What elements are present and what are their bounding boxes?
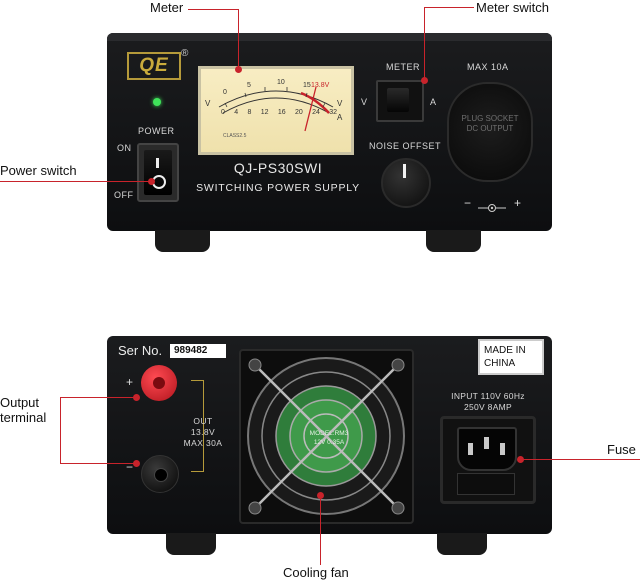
model-name: QJ-PS30SWI xyxy=(233,160,323,176)
noise-offset-label: NOISE OFFSET xyxy=(369,141,442,151)
power-switch-callout-dot xyxy=(148,178,155,185)
power-label: POWER xyxy=(138,126,175,136)
meter-bottom-tick: 32 xyxy=(329,109,337,116)
output-terminal-callout-line xyxy=(60,397,61,463)
cooling-fan-callout-line xyxy=(320,495,321,565)
fuse-callout-dot xyxy=(517,456,524,463)
meter-callout: Meter xyxy=(150,0,184,15)
fan-label: MODEL:RM3 12V 0.35A xyxy=(299,429,359,447)
output-rating-line: MAX 30A xyxy=(183,438,223,448)
power-switch-callout: Power switch xyxy=(0,163,77,178)
power-switch[interactable] xyxy=(137,143,179,202)
output-terminal-callout-line xyxy=(60,463,136,464)
output-rating-line: OUT xyxy=(193,416,213,426)
front-foot-left xyxy=(155,230,210,252)
made-in-line: CHINA xyxy=(484,358,516,369)
meter-bottom-tick: 4 xyxy=(234,109,239,116)
input-rating-line: INPUT 110V 60Hz xyxy=(451,391,525,401)
meter-top-tick: 15 xyxy=(303,82,311,89)
knob-indicator-icon xyxy=(403,164,406,178)
output-terminal-callout-dot xyxy=(133,460,140,467)
meter-a-label: A xyxy=(337,113,343,122)
meter-switch-callout-line xyxy=(424,7,474,8)
output-terminal-callout-line2: terminal xyxy=(0,410,47,425)
terminal-plus-label: + xyxy=(126,375,134,389)
input-rating-line: 250V 8AMP xyxy=(463,402,513,412)
rear-foot-left xyxy=(166,533,216,555)
output-terminal-callout-line1: Output xyxy=(0,395,40,410)
meter-top-tick: 10 xyxy=(277,79,285,86)
meter-switch-label: METER xyxy=(386,62,420,72)
fuse-drawer[interactable] xyxy=(457,473,515,495)
product-subtitle: SWITCHING POWER SUPPLY xyxy=(196,182,360,194)
meter-top-tick: 5 xyxy=(247,82,251,89)
terminal-minus-label: − xyxy=(126,460,134,474)
made-in-line: MADE IN xyxy=(484,345,526,356)
meter-callout-dot xyxy=(235,66,242,73)
socket-plus-label: + xyxy=(514,196,522,210)
meter-bottom-tick: 24 xyxy=(312,109,320,116)
meter-bottom-tick: 12 xyxy=(260,109,269,116)
on-label: ON xyxy=(117,143,132,153)
brand-logo: QE xyxy=(127,52,181,80)
positive-output-terminal[interactable] xyxy=(141,365,177,401)
fan-label-line: 12V 0.35A xyxy=(313,439,345,446)
polarity-symbol-icon xyxy=(478,199,506,212)
meter-bottom-tick: 20 xyxy=(294,109,303,116)
meter-face-graphic xyxy=(218,86,334,132)
socket-cap-text: PLUG SOCKET xyxy=(461,114,519,123)
meter-switch[interactable] xyxy=(376,80,424,122)
fan-label-line: MODEL:RM3 xyxy=(309,430,349,437)
max-current-label: MAX 10A xyxy=(467,62,509,72)
registered-mark: ® xyxy=(181,48,189,59)
cooling-fan-callout-dot xyxy=(317,492,324,499)
fan-grill-icon xyxy=(247,357,405,515)
meter-marker-label: 13.8V xyxy=(311,82,330,89)
cooling-fan: MODEL:RM3 12V 0.35A xyxy=(239,349,414,524)
meter-callout-line xyxy=(238,9,239,69)
power-switch-rocker xyxy=(144,150,172,195)
off-label: OFF xyxy=(114,190,134,200)
meter-v-right-label: V xyxy=(337,99,343,108)
front-foot-right xyxy=(426,230,481,252)
dc-output-socket[interactable]: PLUG SOCKET DC OUTPUT xyxy=(447,82,533,182)
fuse-callout: Fuse xyxy=(607,442,636,457)
output-terminal-callout: Output terminal xyxy=(0,395,46,425)
meter-bottom-tick: 0 xyxy=(221,109,225,116)
meter-switch-a-label: A xyxy=(430,97,437,107)
socket-minus-label: − xyxy=(464,196,472,210)
meter-switch-callout: Meter switch xyxy=(476,0,549,15)
output-terminal-callout-dot xyxy=(133,394,140,401)
meter-class-label: CLASS2.5 xyxy=(223,133,247,139)
input-rating: INPUT 110V 60Hz 250V 8AMP xyxy=(440,391,536,413)
meter-v-left-label: V xyxy=(205,99,211,108)
meter-switch-callout-line xyxy=(424,7,425,80)
serial-number-label: Ser No. xyxy=(118,343,163,358)
serial-number-value: 989482 xyxy=(170,344,226,358)
meter-switch-v-label: V xyxy=(361,97,368,107)
meter-switch-callout-dot xyxy=(421,77,428,84)
on-symbol-icon xyxy=(156,158,159,168)
meter-switch-rocker xyxy=(387,88,409,112)
socket-cap-text: DC OUTPUT xyxy=(466,124,514,133)
made-in-sticker: MADE IN CHINA xyxy=(478,339,544,375)
output-rating-line: 13.8V xyxy=(190,427,216,437)
terminal-bracket xyxy=(191,380,204,472)
output-rating: OUT 13.8V MAX 30A xyxy=(178,416,228,449)
meter-bottom-tick: 16 xyxy=(277,109,286,116)
power-led-indicator xyxy=(153,98,161,106)
cooling-fan-callout: Cooling fan xyxy=(283,565,349,580)
negative-output-terminal[interactable] xyxy=(141,455,179,493)
fuse-callout-line xyxy=(520,459,640,460)
rear-foot-right xyxy=(437,533,487,555)
meter-callout-line xyxy=(188,9,239,10)
meter-bottom-tick: 8 xyxy=(247,109,252,116)
meter-top-tick: 0 xyxy=(223,89,227,96)
meter-bottom-scale: 0 4 8 12 16 20 24 32 xyxy=(221,109,337,116)
power-switch-callout-line xyxy=(0,181,152,182)
noise-offset-knob[interactable] xyxy=(381,158,431,208)
iec-inlet xyxy=(457,427,517,471)
analog-meter: V V A 13.8V 0 5 10 15 0 4 8 12 16 20 24 … xyxy=(198,66,354,155)
output-terminal-callout-line xyxy=(60,397,136,398)
